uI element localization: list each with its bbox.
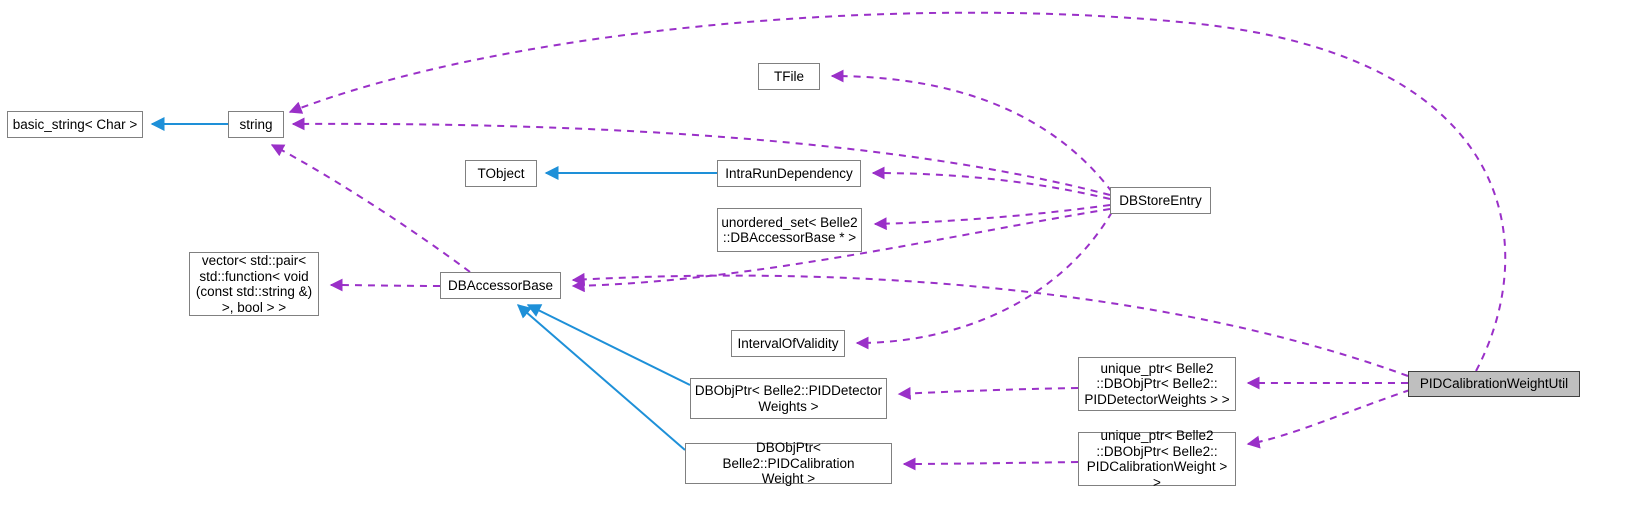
edge-pidcalibweightutil-to-string: [288, 11, 1507, 372]
class-node-label: basic_string< Char >: [12, 116, 138, 132]
class-node-dbobjptr_calib[interactable]: DBObjPtr< Belle2::PIDCalibration Weight …: [685, 440, 892, 487]
class-node-label: TObject: [477, 165, 525, 181]
class-node-label: IntraRunDependency: [725, 165, 853, 181]
class-node-dbobjptr_detector[interactable]: DBObjPtr< Belle2::PIDDetector Weights >: [690, 378, 887, 419]
edge-dbaccessorbase-to-vector_pair: [329, 278, 441, 292]
edge-dbstoreentry-to-unordered_set: [873, 204, 1111, 231]
edge-dbstoreentry-to-dbaccessorbase: [571, 208, 1111, 293]
class-node-unordered_set[interactable]: unordered_set< Belle2 ::DBAccessorBase *…: [717, 208, 862, 252]
class-node-uniqueptr_calib[interactable]: unique_ptr< Belle2 ::DBObjPtr< Belle2:: …: [1078, 428, 1236, 490]
edge-dbobjptr_calib-to-dbaccessorbase: [516, 304, 686, 451]
edge-dbstoreentry-to-string: [291, 117, 1111, 196]
class-node-vector_pair[interactable]: vector< std::pair< std::function< void (…: [189, 252, 319, 316]
edge-dbaccessorbase-to-string: [270, 144, 471, 273]
class-node-label: DBObjPtr< Belle2::PIDCalibration Weight …: [722, 440, 855, 487]
class-node-string[interactable]: string: [228, 111, 284, 138]
class-node-intervalofvalidity[interactable]: IntervalOfValidity: [731, 330, 845, 357]
class-node-tfile[interactable]: TFile: [758, 63, 820, 90]
edge-dbstoreentry-to-tfile: [830, 69, 1113, 193]
edge-uniqueptr_detector-to-dbobjptr_detector: [897, 386, 1079, 400]
edge-pidcalibweightutil-to-dbaccessorbase: [571, 272, 1409, 377]
class-node-dbaccessorbase[interactable]: DBAccessorBase: [440, 272, 561, 299]
edge-pidcalibweightutil-to-uniqueptr_calib: [1246, 389, 1411, 449]
class-node-label: unique_ptr< Belle2 ::DBObjPtr< Belle2:: …: [1084, 360, 1230, 407]
class-node-uniqueptr_detector[interactable]: unique_ptr< Belle2 ::DBObjPtr< Belle2:: …: [1078, 357, 1236, 411]
class-node-tobject[interactable]: TObject: [465, 160, 537, 187]
class-node-pidcalibweightutil[interactable]: PIDCalibrationWeightUtil: [1408, 371, 1580, 397]
class-node-label: unordered_set< Belle2 ::DBAccessorBase *…: [721, 214, 858, 246]
class-node-dbstoreentry[interactable]: DBStoreEntry: [1110, 187, 1211, 214]
class-node-basic_string[interactable]: basic_string< Char >: [7, 111, 143, 138]
edge-dbstoreentry-to-intrarundependency: [871, 166, 1111, 200]
edge-dbobjptr_detector-to-dbaccessorbase: [526, 304, 691, 386]
class-node-label: vector< std::pair< std::function< void (…: [195, 253, 313, 315]
edge-uniqueptr_calib-to-dbobjptr_calib: [902, 457, 1079, 471]
class-node-label: IntervalOfValidity: [737, 335, 839, 351]
class-node-label: PIDCalibrationWeightUtil: [1419, 376, 1569, 392]
class-node-label: DBStoreEntry: [1119, 192, 1202, 208]
class-node-label: string: [239, 116, 273, 132]
class-node-label: DBObjPtr< Belle2::PIDDetector Weights >: [694, 383, 883, 414]
class-node-intrarundependency[interactable]: IntraRunDependency: [717, 160, 861, 187]
class-node-label: DBAccessorBase: [447, 277, 554, 293]
edge-dbstoreentry-to-intervalofvalidity: [855, 211, 1113, 350]
class-node-label: unique_ptr< Belle2 ::DBObjPtr< Belle2:: …: [1086, 428, 1228, 490]
class-node-label: TFile: [774, 68, 804, 84]
